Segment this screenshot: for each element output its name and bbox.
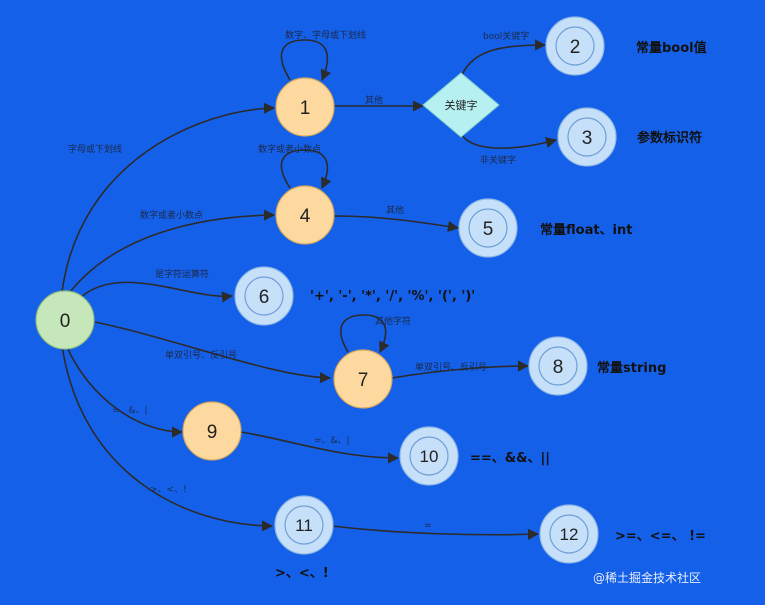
- state-10: 10: [399, 426, 459, 486]
- state-3-label: 3: [582, 128, 593, 149]
- edge-kw-2: [459, 39, 547, 81]
- edge-label-4-self: 数字或者小数点: [258, 143, 321, 155]
- edge-7-self: [340, 314, 390, 354]
- edge-label-0-4: 数字或者小数点: [140, 209, 203, 221]
- desc-state-2: 常量bool值: [636, 40, 707, 56]
- desc-state-6: '+', '-', '*', '/', '%', '(', ')': [310, 289, 475, 304]
- edge-label-0-7: 单双引号、反引号: [165, 349, 237, 361]
- edge-label-7-self: 其他字符: [375, 315, 411, 327]
- edge-label-0-6: 是字符运算符: [155, 268, 209, 280]
- edge-label-0-11: >、<、!: [150, 485, 187, 495]
- state-7: 7: [333, 349, 393, 409]
- edge-0-1: [61, 102, 276, 293]
- edge-kw-3: [459, 131, 558, 149]
- state-0: 0: [35, 290, 95, 350]
- edge-0-9: [65, 344, 184, 438]
- desc-state-3: 参数标识符: [637, 130, 702, 146]
- state-6: 6: [234, 266, 294, 326]
- state-1: 1: [275, 77, 335, 137]
- state-4-label: 4: [300, 206, 311, 227]
- state-8: 8: [528, 336, 588, 396]
- edge-11-12: [331, 525, 540, 540]
- edge-label-7-8: 单双引号、反引号: [415, 361, 487, 373]
- edge-label-1-kw: 其他: [365, 94, 383, 106]
- state-3: 3: [557, 107, 617, 167]
- state-1-label: 1: [300, 98, 311, 119]
- edge-label-1-self: 数字、字母或下划线: [285, 29, 366, 41]
- keyword-decision: 关键字: [422, 72, 500, 138]
- desc-state-5: 常量float、int: [540, 222, 632, 238]
- watermark: @稀土掘金技术社区: [593, 570, 701, 585]
- edge-4-self: [280, 149, 332, 190]
- desc-state-8: 常量string: [597, 360, 666, 376]
- state-4: 4: [275, 185, 335, 245]
- state-2-label: 2: [570, 37, 581, 58]
- state-9: 9: [182, 401, 242, 461]
- edge-0-7: [94, 321, 332, 384]
- edge-4-5: [333, 215, 460, 232]
- state-12: 12: [539, 504, 599, 564]
- edge-label-0-9: =、&、|: [112, 406, 148, 416]
- edge-label-11-12: =: [424, 521, 432, 531]
- edge-7-8: [391, 360, 530, 379]
- state-5-label: 5: [483, 219, 494, 240]
- edge-label-0-1: 字母或下划线: [68, 143, 122, 155]
- decision-label: 关键字: [445, 98, 478, 112]
- desc-state-11: >、<、!: [275, 566, 329, 581]
- edge-1-self: [280, 39, 332, 82]
- edge-label-kw-3: 非关键字: [480, 154, 516, 166]
- state-8-label: 8: [553, 357, 564, 378]
- edge-0-4: [69, 209, 276, 293]
- state-2: 2: [545, 16, 605, 76]
- edge-0-11: [61, 344, 274, 532]
- state-10-label: 10: [420, 447, 439, 466]
- desc-state-10: ==、&&、||: [470, 451, 550, 466]
- state-12-label: 12: [560, 525, 579, 544]
- state-5: 5: [458, 198, 518, 258]
- state-7-label: 7: [358, 370, 369, 391]
- edge-label-4-5: 其他: [386, 204, 404, 216]
- state-11-label: 11: [295, 516, 313, 535]
- edge-label-kw-2: bool关键字: [483, 30, 529, 42]
- state-11: 11: [274, 495, 334, 555]
- state-9-label: 9: [207, 422, 218, 443]
- desc-state-12: >=、<=、 !=: [615, 529, 706, 544]
- edge-label-9-10: =、&、|: [314, 436, 350, 446]
- edge-0-6: [79, 281, 234, 303]
- state-0-label: 0: [60, 311, 71, 332]
- state-6-label: 6: [259, 287, 270, 308]
- edge-9-10: [240, 431, 400, 464]
